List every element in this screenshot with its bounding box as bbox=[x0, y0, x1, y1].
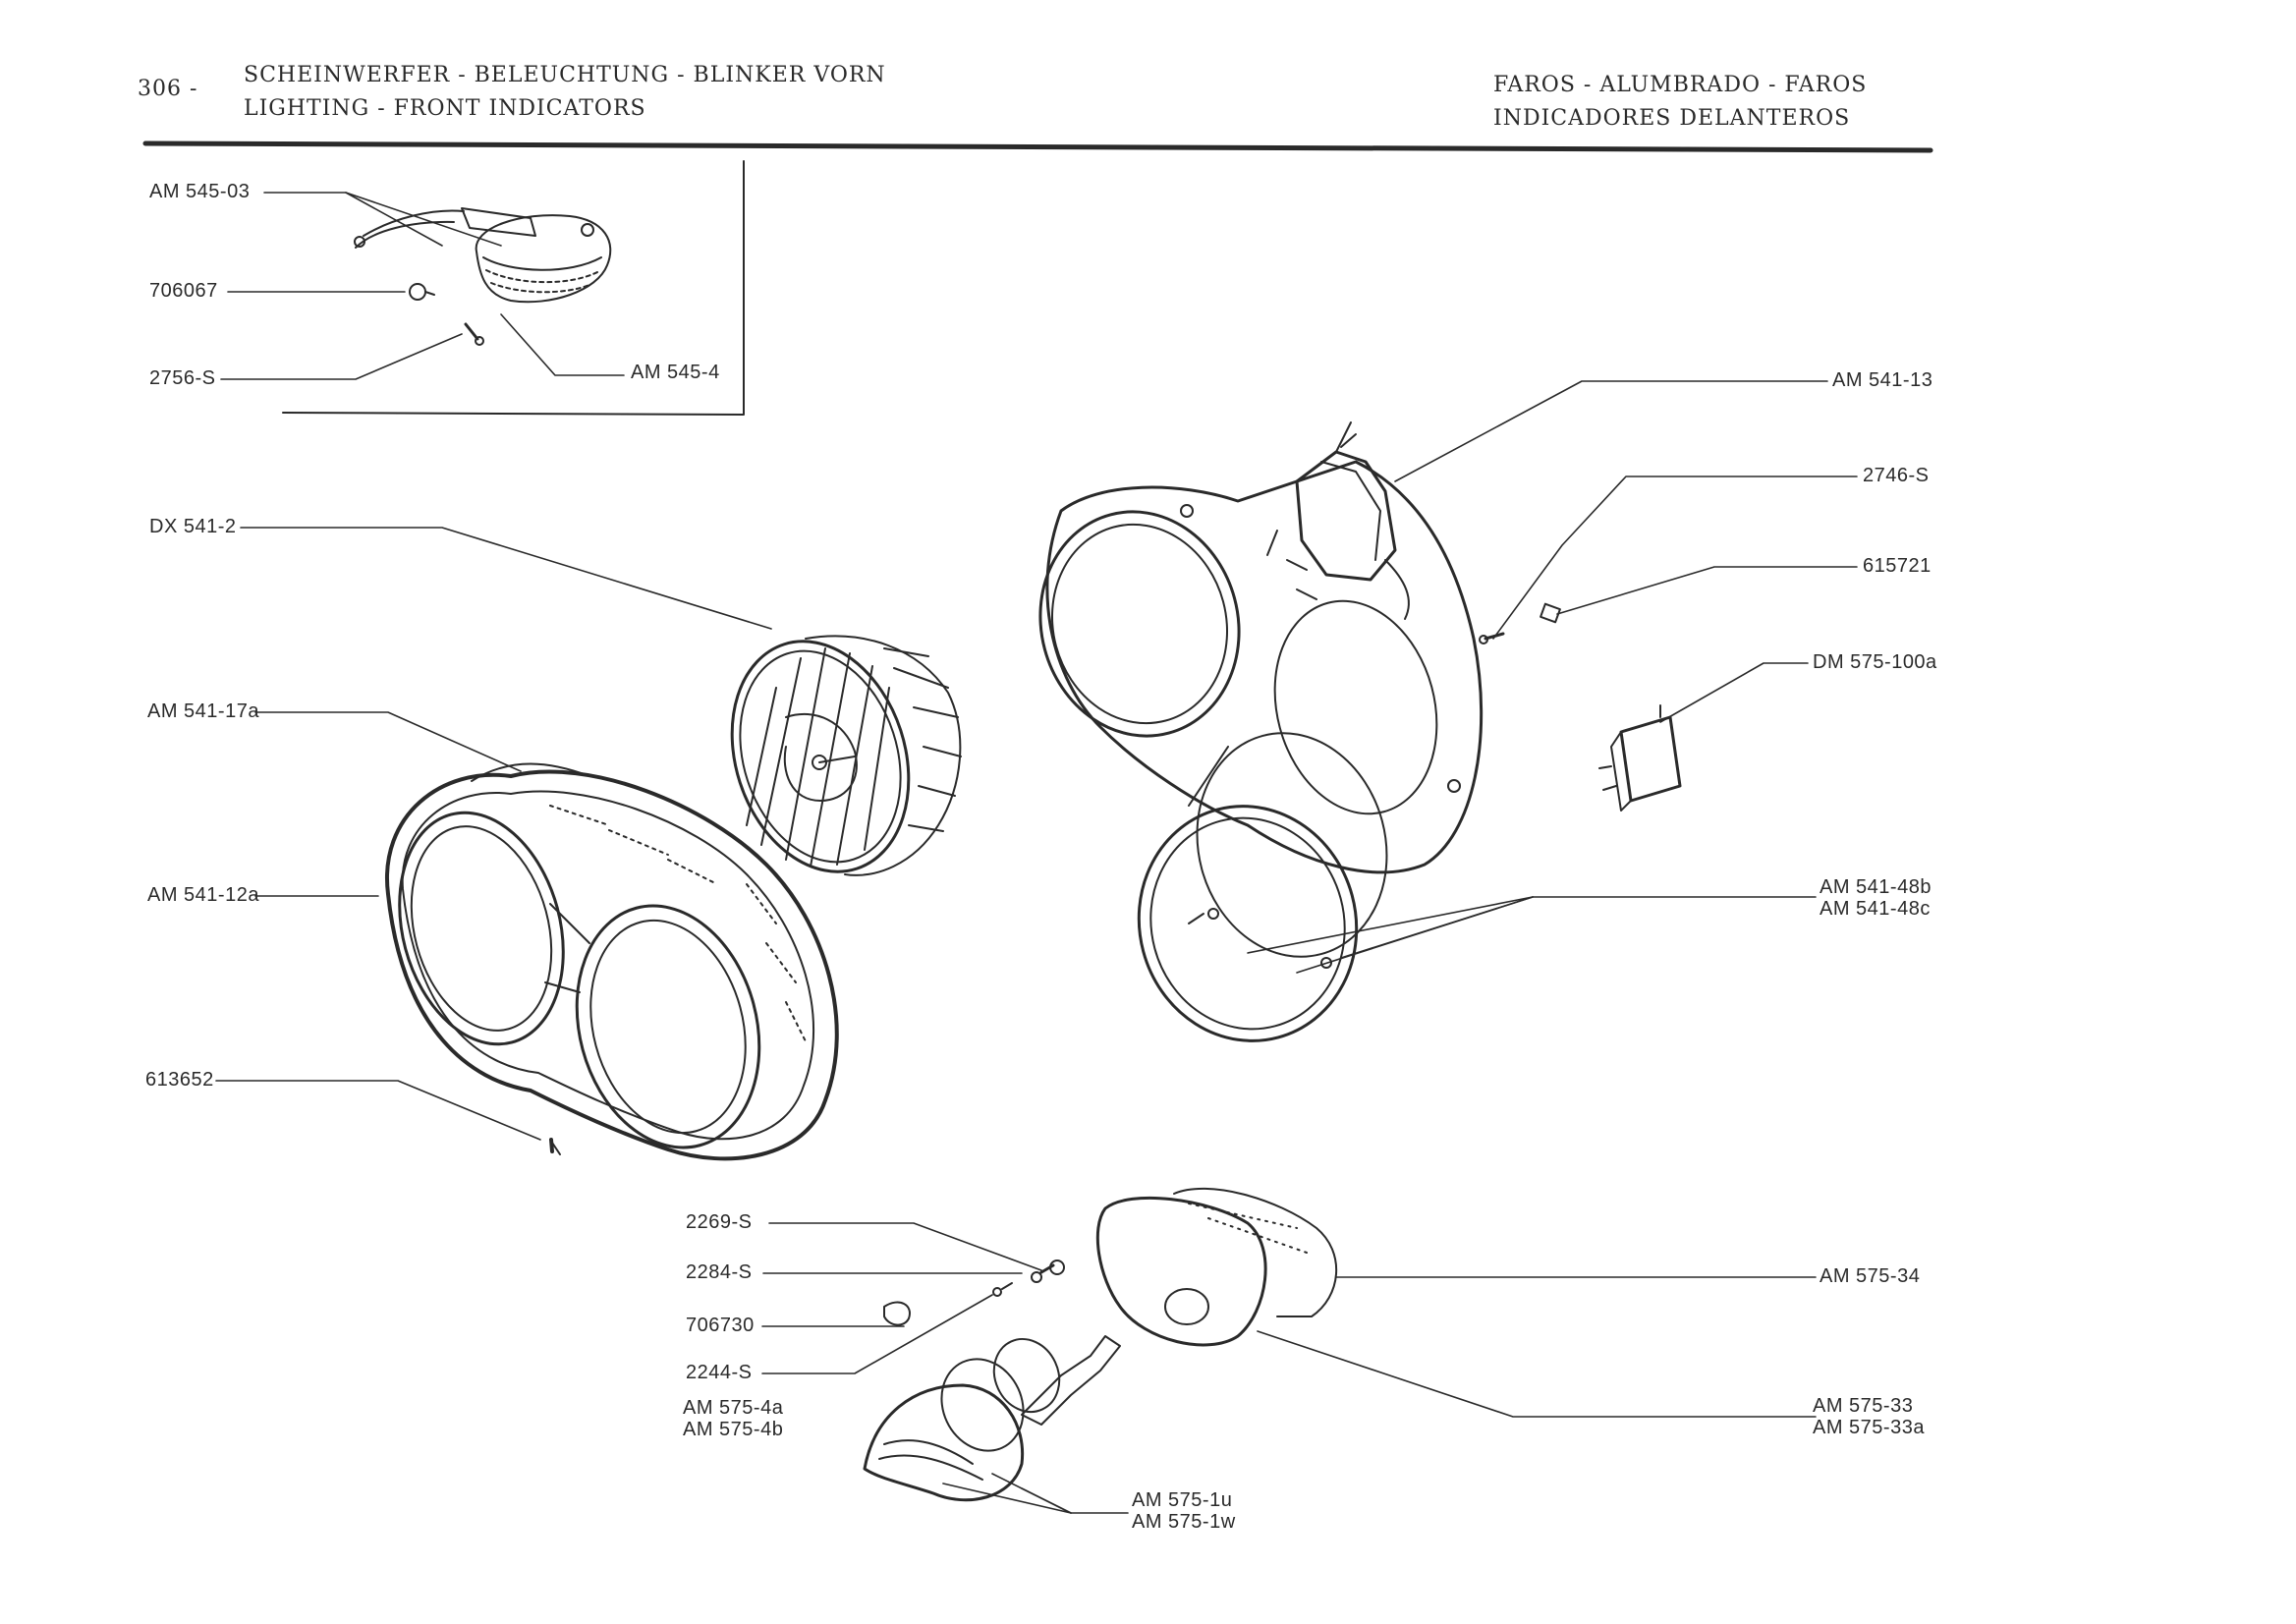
part-label-am575-1u: AM 575-1u bbox=[1132, 1489, 1233, 1511]
part-label-am575-1w: AM 575-1w bbox=[1132, 1511, 1236, 1533]
part-label-am575-33: AM 575-33 bbox=[1813, 1395, 1914, 1417]
title-spanish-line2: INDICADORES DELANTEROS bbox=[1493, 106, 1851, 131]
part-label-am541-12a: AM 541-12a bbox=[147, 884, 259, 906]
header-rule bbox=[142, 140, 1933, 153]
twin-headlamp-surround-drawing bbox=[384, 762, 839, 1161]
part-label-2244-s: 2244-S bbox=[686, 1362, 753, 1383]
page-number: 306 - bbox=[138, 77, 198, 101]
part-label-am541-48b: AM 541-48b bbox=[1820, 876, 1932, 898]
title-spanish-line1: FAROS - ALUMBRADO - FAROS bbox=[1493, 73, 1868, 97]
title-german: SCHEINWERFER - BELEUCHTUNG - BLINKER VOR… bbox=[244, 63, 886, 87]
part-label-am575-33a: AM 575-33a bbox=[1813, 1417, 1925, 1438]
screw-and-clip-drawing bbox=[1479, 602, 1561, 644]
leader-lines bbox=[215, 192, 1858, 1514]
part-label-2284-s: 2284-S bbox=[686, 1261, 753, 1283]
part-label-613652: 613652 bbox=[145, 1069, 214, 1091]
inset-frame bbox=[282, 160, 745, 416]
relay-drawing bbox=[1598, 704, 1682, 812]
part-label-am575-34: AM 575-34 bbox=[1820, 1265, 1921, 1287]
part-label-2756-s: 2756-S bbox=[149, 367, 216, 389]
front-indicator-drawing bbox=[863, 1187, 1338, 1502]
part-label-2746-s: 2746-S bbox=[1863, 465, 1930, 486]
part-label-am541-13: AM 541-13 bbox=[1832, 369, 1933, 391]
part-label-am541-48c: AM 541-48c bbox=[1820, 898, 1931, 920]
headlamp-unit-drawing bbox=[730, 635, 962, 876]
switch-box-drawing bbox=[1295, 421, 1410, 620]
part-label-am545-03: AM 545-03 bbox=[149, 181, 251, 202]
part-label-am575-4a: AM 575-4a bbox=[683, 1397, 784, 1419]
part-label-2269-s: 2269-S bbox=[686, 1211, 753, 1233]
part-label-615721: 615721 bbox=[1863, 555, 1932, 577]
part-label-dm575-100a: DM 575-100a bbox=[1813, 651, 1937, 673]
part-label-706730: 706730 bbox=[686, 1315, 755, 1336]
side-indicator-drawing bbox=[354, 207, 612, 346]
part-label-am541-17a: AM 541-17a bbox=[147, 700, 259, 722]
part-label-am575-4b: AM 575-4b bbox=[683, 1419, 784, 1440]
part-label-706067: 706067 bbox=[149, 280, 218, 302]
part-label-dx541-2: DX 541-2 bbox=[149, 516, 237, 537]
part-label-am545-4: AM 545-4 bbox=[631, 362, 720, 383]
headlamp-mounting-bowl-drawing bbox=[1038, 460, 1484, 1042]
title-english: LIGHTING - FRONT INDICATORS bbox=[244, 96, 646, 121]
